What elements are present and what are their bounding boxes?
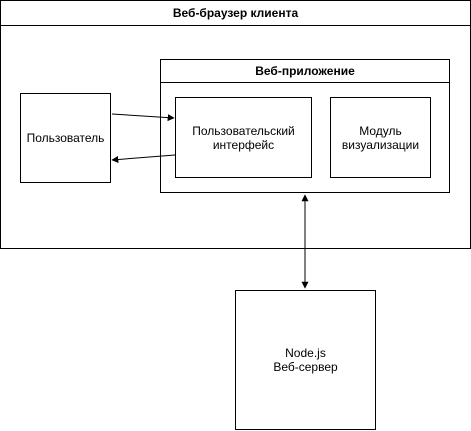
visualization-module-node: Модуль визуализации bbox=[330, 97, 431, 178]
browser-container-title: Веб-браузер клиента bbox=[1, 1, 470, 26]
webapp-container-title: Веб-приложение bbox=[161, 60, 449, 83]
user-interface-node: Пользовательский интерфейс bbox=[175, 97, 312, 178]
user-node-label: Пользователь bbox=[26, 131, 105, 145]
web-server-node-label: Node.js Веб-сервер bbox=[273, 346, 338, 374]
user-interface-node-label: Пользовательский интерфейс bbox=[192, 123, 295, 152]
visualization-module-node-label: Модуль визуализации bbox=[341, 123, 420, 152]
user-node: Пользователь bbox=[20, 93, 111, 183]
web-server-node: Node.js Веб-сервер bbox=[235, 290, 376, 430]
